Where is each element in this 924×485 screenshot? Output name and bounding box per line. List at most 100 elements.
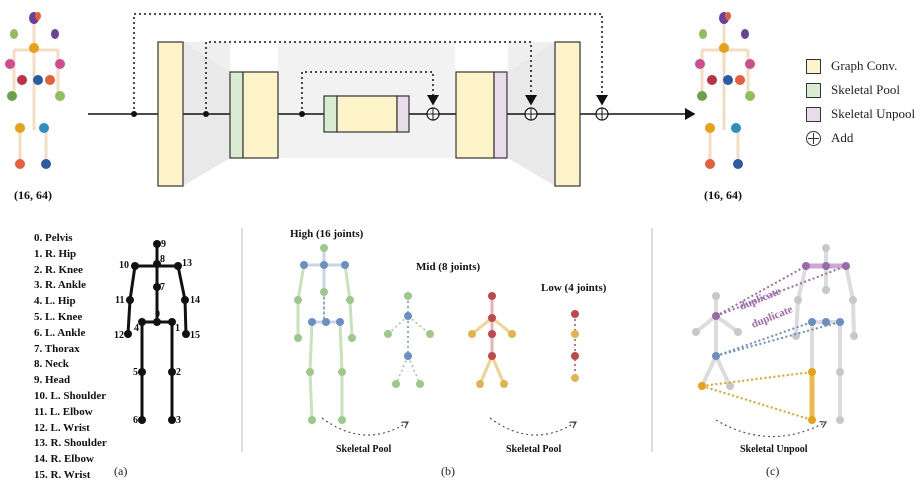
unpool-joint-purple [802,262,810,270]
unpool-joint-blue [836,318,844,326]
skeleton-joint [153,260,161,268]
graph-conv-swatch-icon [806,58,821,74]
copy-line [715,321,841,357]
skeletal-pool-block-1 [229,71,244,159]
skeleton-joint [124,330,132,338]
high-resolution-skeleton [294,244,356,424]
high-joint [294,296,302,304]
mid-resolution-skeleton [384,292,434,388]
branch-dot [203,111,209,117]
unpool-target-skeleton [792,244,858,424]
skip-connection-middle [205,41,537,114]
skeleton-joint [126,296,134,304]
pool-arrow-1 [321,417,408,436]
add-node-2 [524,107,538,121]
caption-b: (b) [441,464,455,478]
unpool-joint-orange [808,368,816,376]
graph-conv-block-5 [554,41,581,187]
unpool-joint-blue [822,318,830,326]
joint-marker [33,75,43,85]
joint-index-label: 5 [133,367,138,378]
mid-pooled-joint [488,330,496,338]
high-joint [320,288,328,296]
source-joint [734,328,742,336]
joint-list-item: 8. Neck [34,358,69,371]
mid-pooled-joint [468,330,476,338]
unet-architecture [88,13,696,187]
joint-index-label: 1 [175,323,180,334]
source-joint [726,382,734,390]
add-node-3 [595,107,609,121]
high-joint [320,261,328,269]
branch-dot [299,111,305,117]
joint-marker [41,159,51,169]
skip-connection-outer [133,13,608,114]
high-joint [341,261,349,269]
high-joints-label: High (16 joints) [290,228,364,240]
joint-list-item: 5. L. Knee [34,310,83,323]
low-joint [571,352,579,360]
skeleton-joint [138,416,146,424]
joint-marker [725,12,731,20]
joint-marker [5,59,15,69]
joint-list-item: 3. R. Ankle [34,279,86,292]
pool-arrow-2 [489,417,576,436]
skeletal-unpool-block-2 [493,71,508,159]
skeleton-joint [168,318,176,326]
joint-list-item: 10. L. Shoulder [34,389,107,402]
joint-marker [707,75,717,85]
legend-label: Graph Conv. [831,58,898,73]
add-symbol-icon [806,130,821,146]
joint-index-label: 13 [182,258,192,269]
joint-marker [10,29,18,39]
output-shape-label: (16, 64) [704,188,742,202]
duplicate-label-2: duplicate [750,303,795,330]
unpool-joint-blue [808,318,816,326]
high-joint [308,416,316,424]
joint-list-item: 1. R. Hip [34,247,77,260]
joint-list-item: 2. R. Knee [34,263,83,276]
skeleton-joint [181,296,189,304]
skeleton-joint [168,416,176,424]
mid-pooled-joint [508,330,516,338]
high-joint [336,318,344,326]
source-joint [692,328,700,336]
legend-item-add: Add [806,130,853,146]
joint-marker [719,43,729,53]
mid-pooled-joint [476,380,484,388]
low-joint [571,330,579,338]
skeleton-joint [182,330,190,338]
skeleton-joint [138,318,146,326]
unpool-joint [836,368,844,376]
low-joint [571,310,579,318]
high-joint [346,296,354,304]
unpool-joint-purple [842,262,850,270]
duplicate-line [715,265,807,317]
source-joint [712,292,720,300]
joint-list-item: 9. Head [34,374,71,387]
joint-index-label: 11 [115,295,124,306]
skeletal-unpool-swatch-icon [806,106,821,122]
skip-connection-inner [301,71,439,114]
joint-index-label: 7 [160,282,165,293]
joint-index-label: 10 [119,260,129,271]
skeletal-pool-swatch-icon [806,82,821,98]
joint-index-label: 0 [155,309,160,320]
add-node-1 [426,107,440,121]
unpool-joint [836,416,844,424]
mid-pooled-joint [488,292,496,300]
unpool-source-skeleton [692,292,742,390]
mid-joint [404,312,412,320]
legend-label: Skeletal Unpool [831,106,916,121]
mid-pooled-joint [500,380,508,388]
input-shape-label: (16, 64) [14,188,52,202]
joint-marker [35,12,41,20]
mid-joint [404,352,412,360]
joint-index-label: 2 [176,367,181,378]
joint-marker [705,123,715,133]
joint-index-label: 8 [160,254,165,265]
joint-marker [45,75,55,85]
skeleton-joint [168,368,176,376]
joint-list-item: 0. Pelvis [34,232,73,244]
skeletal-pool-label-1: Skeletal Pool [336,444,391,455]
